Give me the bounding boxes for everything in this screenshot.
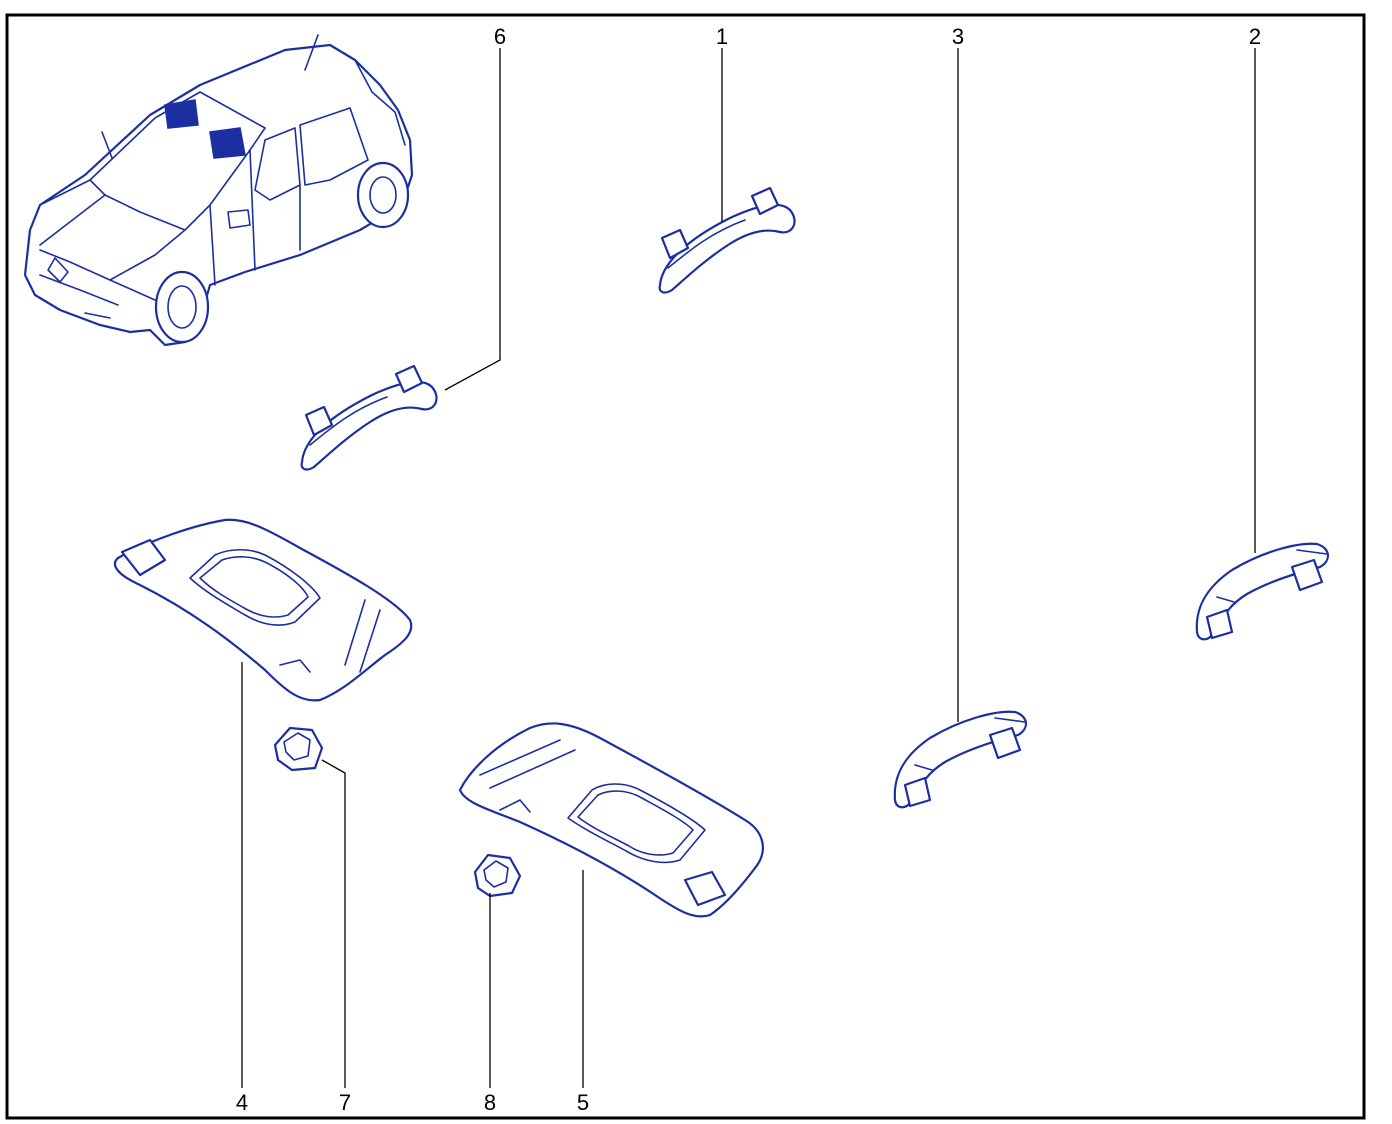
grab-handle-2 (1195, 542, 1329, 641)
diagram-frame (5, 13, 1366, 1120)
car-illustration (23, 34, 414, 347)
leader-7 (321, 759, 346, 1088)
visor-clip-8 (473, 853, 522, 898)
callout-6: 6 (494, 24, 506, 49)
callout-4: 4 (236, 1090, 248, 1115)
sun-visor-5 (458, 722, 764, 918)
grab-handle-3 (893, 710, 1027, 809)
sun-visor-4 (113, 518, 413, 702)
callout-3: 3 (952, 24, 964, 49)
leader-lines (241, 48, 1256, 1088)
callout-labels: 6 1 3 2 4 7 8 5 (236, 24, 1261, 1115)
callout-7: 7 (339, 1090, 351, 1115)
callout-5: 5 (577, 1090, 589, 1115)
grab-handle-6 (300, 364, 438, 471)
leader-6 (444, 48, 501, 391)
grab-handle-1 (658, 186, 796, 294)
callout-1: 1 (716, 24, 728, 49)
visor-clip-7 (273, 726, 324, 772)
callout-2: 2 (1249, 24, 1261, 49)
callout-8: 8 (484, 1090, 496, 1115)
